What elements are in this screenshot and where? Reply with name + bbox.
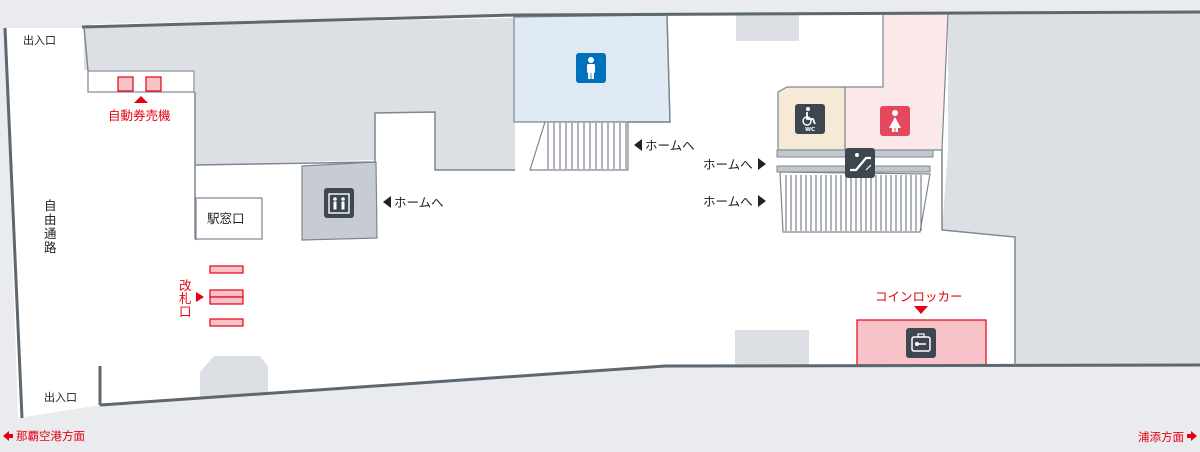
direction-right-label: 浦添方面 (1138, 430, 1184, 444)
coin-locker-label: コインロッカー (875, 289, 963, 304)
ticket-machine-marker (134, 96, 148, 103)
outer-wall-top (81, 10, 1200, 29)
free-passage-char-1: 自 (44, 198, 57, 213)
ticket-gate-char-1: 改 (179, 278, 192, 293)
right-room-edge (941, 150, 1016, 365)
exit-label-bottom: 出入口 (44, 390, 77, 404)
exit-label-top: 出入口 (23, 33, 56, 47)
platform-arrow-right-1 (758, 158, 766, 170)
wc-text: WC (805, 127, 815, 133)
lower-staircase (779, 171, 931, 233)
ticket-gate-2 (209, 289, 244, 298)
to-platform-label-4: ホームへ (703, 194, 753, 209)
outer-wall-bottom (99, 363, 1200, 407)
direction-left-label: 那覇空港方面 (16, 429, 85, 443)
left-inner-wall (83, 26, 89, 72)
upper-room-edge (194, 111, 515, 171)
ticket-gate-char-2: 札 (179, 291, 192, 306)
ticket-machine-label: 自動券売機 (108, 108, 171, 123)
ticket-gate-1 (209, 265, 244, 274)
platform-arrow-left-2 (383, 196, 391, 208)
bottom-block-left (200, 356, 268, 397)
ticket-gate-marker (196, 292, 204, 302)
station-office-room (195, 197, 263, 240)
platform-arrow-left-1 (634, 139, 642, 151)
ticket-machine-2 (145, 76, 162, 92)
coin-locker-marker (914, 306, 928, 314)
arrow-right-icon (1187, 431, 1197, 441)
escalator-icon (845, 148, 875, 178)
ticket-gate-4 (209, 318, 244, 327)
outer-wall-left (3, 27, 24, 419)
male-restroom-icon (576, 53, 606, 83)
free-passage-char-4: 路 (44, 240, 57, 255)
ticket-gate-3 (209, 296, 244, 305)
free-passage-char-3: 通 (44, 226, 57, 241)
upper-staircase (529, 121, 629, 171)
ticket-machine-shelf (87, 70, 195, 93)
to-platform-label-3: ホームへ (394, 195, 444, 210)
accessible-toilet-icon: WC (795, 104, 825, 134)
ticket-gate-char-3: 口 (179, 304, 192, 319)
upper-right-edge (628, 14, 671, 123)
coin-locker-icon (906, 328, 936, 358)
right-block (942, 12, 1200, 365)
top-small-block (736, 12, 799, 41)
upper-left-block (84, 18, 515, 170)
female-restroom-icon (880, 106, 910, 136)
ticket-machine-1 (117, 76, 134, 92)
elevator-icon (324, 188, 354, 218)
bottom-block-right (735, 330, 809, 366)
to-platform-label-1: ホームへ (645, 138, 695, 153)
platform-arrow-right-2 (758, 195, 766, 207)
upper-partition (194, 92, 197, 241)
to-platform-label-2: ホームへ (703, 157, 753, 172)
station-office-label: 駅窓口 (207, 211, 245, 226)
arrow-left-icon (3, 431, 13, 441)
free-passage-char-2: 由 (44, 212, 57, 227)
